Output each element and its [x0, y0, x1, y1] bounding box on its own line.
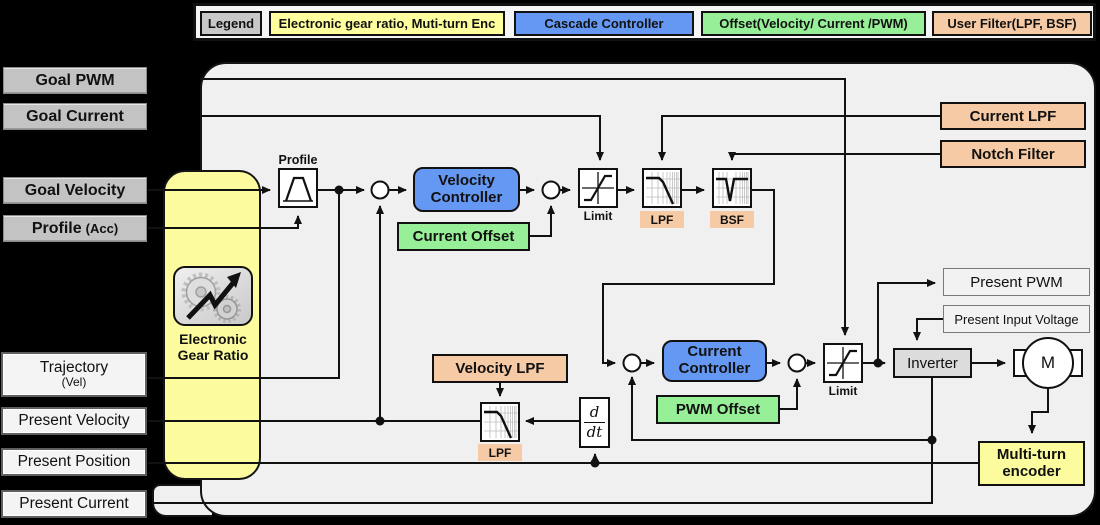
current-offset-line	[530, 205, 555, 237]
legend-item-gear: Electronic gear ratio, Muti-turn Enc	[269, 11, 505, 36]
present-pwm-block: Present PWM	[943, 268, 1090, 296]
motor-to-encoder-line	[1028, 389, 1049, 434]
multi-turn-encoder-block: Multi-turn encoder	[978, 441, 1085, 486]
junction-dot	[375, 416, 385, 426]
junction-dot	[927, 435, 937, 445]
inverter-block: Inverter	[893, 348, 972, 378]
current-feedback-line	[628, 376, 932, 441]
profile-acc-line	[148, 215, 302, 229]
label-profile-text: Profile	[31, 219, 82, 237]
legend-title: Legend	[200, 11, 262, 36]
pwm-offset-block: PWM Offset	[656, 395, 780, 424]
present-input-voltage-block: Present Input Voltage	[943, 305, 1090, 333]
label-profile-acc: Profile (Acc)	[3, 215, 147, 242]
gears-arrow-icon	[181, 272, 241, 323]
velocity-lpf-filter-block	[480, 402, 520, 442]
lowpass-response-icon	[484, 406, 518, 439]
trapezoid-profile-icon	[283, 176, 313, 202]
electronic-gear-ratio-icon	[173, 266, 253, 326]
limit2-block	[823, 343, 863, 383]
notch-filter-block: Notch Filter	[940, 140, 1086, 168]
notch-filter-line	[728, 152, 940, 161]
label-profile-suffix: (Acc)	[85, 221, 119, 236]
label-goal-current: Goal Current	[3, 103, 147, 130]
current-lpf-block: Current LPF	[940, 102, 1086, 130]
present-input-voltage-line	[913, 318, 943, 341]
saturation-limit-icon	[827, 347, 859, 379]
profile-block-caption: Profile	[278, 152, 318, 167]
junction-dot	[590, 458, 600, 468]
legend-item-offset: Offset(Velocity/ Current /PWM)	[701, 11, 926, 36]
motor-block: M	[1022, 337, 1074, 389]
gear-ratio-caption: Electronic Gear Ratio	[177, 331, 249, 363]
pwm-offset-line	[780, 378, 801, 410]
label-present-current: Present Current	[1, 490, 147, 518]
current-lpf-line	[658, 115, 940, 161]
bsf-tag: BSF	[710, 211, 754, 228]
profile-block	[278, 168, 318, 208]
bsf-out-line	[602, 189, 775, 367]
legend-item-cascade: Cascade Controller	[514, 11, 694, 36]
sum-junction-current-offset	[541, 180, 561, 200]
present-pwm-line	[877, 279, 936, 363]
bsf-block	[712, 168, 752, 208]
lowpass-response-icon	[646, 172, 680, 205]
label-trajectory: Trajectory (Vel)	[1, 352, 147, 397]
inverter-down-line	[152, 378, 933, 504]
saturation-limit-icon	[582, 172, 614, 204]
label-goal-pwm: Goal PWM	[3, 67, 147, 94]
label-present-velocity: Present Velocity	[1, 407, 147, 435]
sum-junction-velocity	[370, 180, 390, 200]
junction-dot	[334, 185, 344, 195]
goal-pwm-line	[200, 78, 849, 336]
junction-dot	[873, 358, 883, 368]
legend-item-userfilter: User Filter(LPF, BSF)	[932, 11, 1092, 36]
limit2-label: Limit	[828, 384, 858, 398]
bandstop-response-icon	[716, 172, 750, 204]
goal-current-line	[200, 115, 604, 161]
label-trajectory-text: Trajectory	[39, 359, 109, 377]
derivative-block: d dt	[579, 397, 610, 448]
derivative-denominator: dt	[583, 422, 606, 440]
trajectory-line	[148, 190, 340, 379]
sum-junction-pwm-offset	[787, 353, 807, 373]
legend-bar: Legend Electronic gear ratio, Muti-turn …	[193, 3, 1096, 41]
current-offset-block: Current Offset	[397, 222, 530, 251]
velocity-lpf-block: Velocity LPF	[432, 354, 568, 383]
label-goal-velocity: Goal Velocity	[3, 177, 147, 204]
velocity-controller-block: Velocity Controller	[413, 167, 520, 212]
limit1-block	[578, 168, 618, 208]
limit1-label: Limit	[583, 209, 613, 223]
lpf-block	[642, 168, 682, 208]
current-controller-block: Current Controller	[662, 340, 767, 382]
derivative-numerator: d	[589, 403, 600, 421]
label-present-position: Present Position	[1, 448, 147, 476]
velocity-lpf-tag: LPF	[478, 444, 522, 461]
sum-junction-current	[622, 353, 642, 373]
lpf-tag: LPF	[640, 211, 684, 228]
label-trajectory-suffix: (Vel)	[61, 375, 87, 390]
